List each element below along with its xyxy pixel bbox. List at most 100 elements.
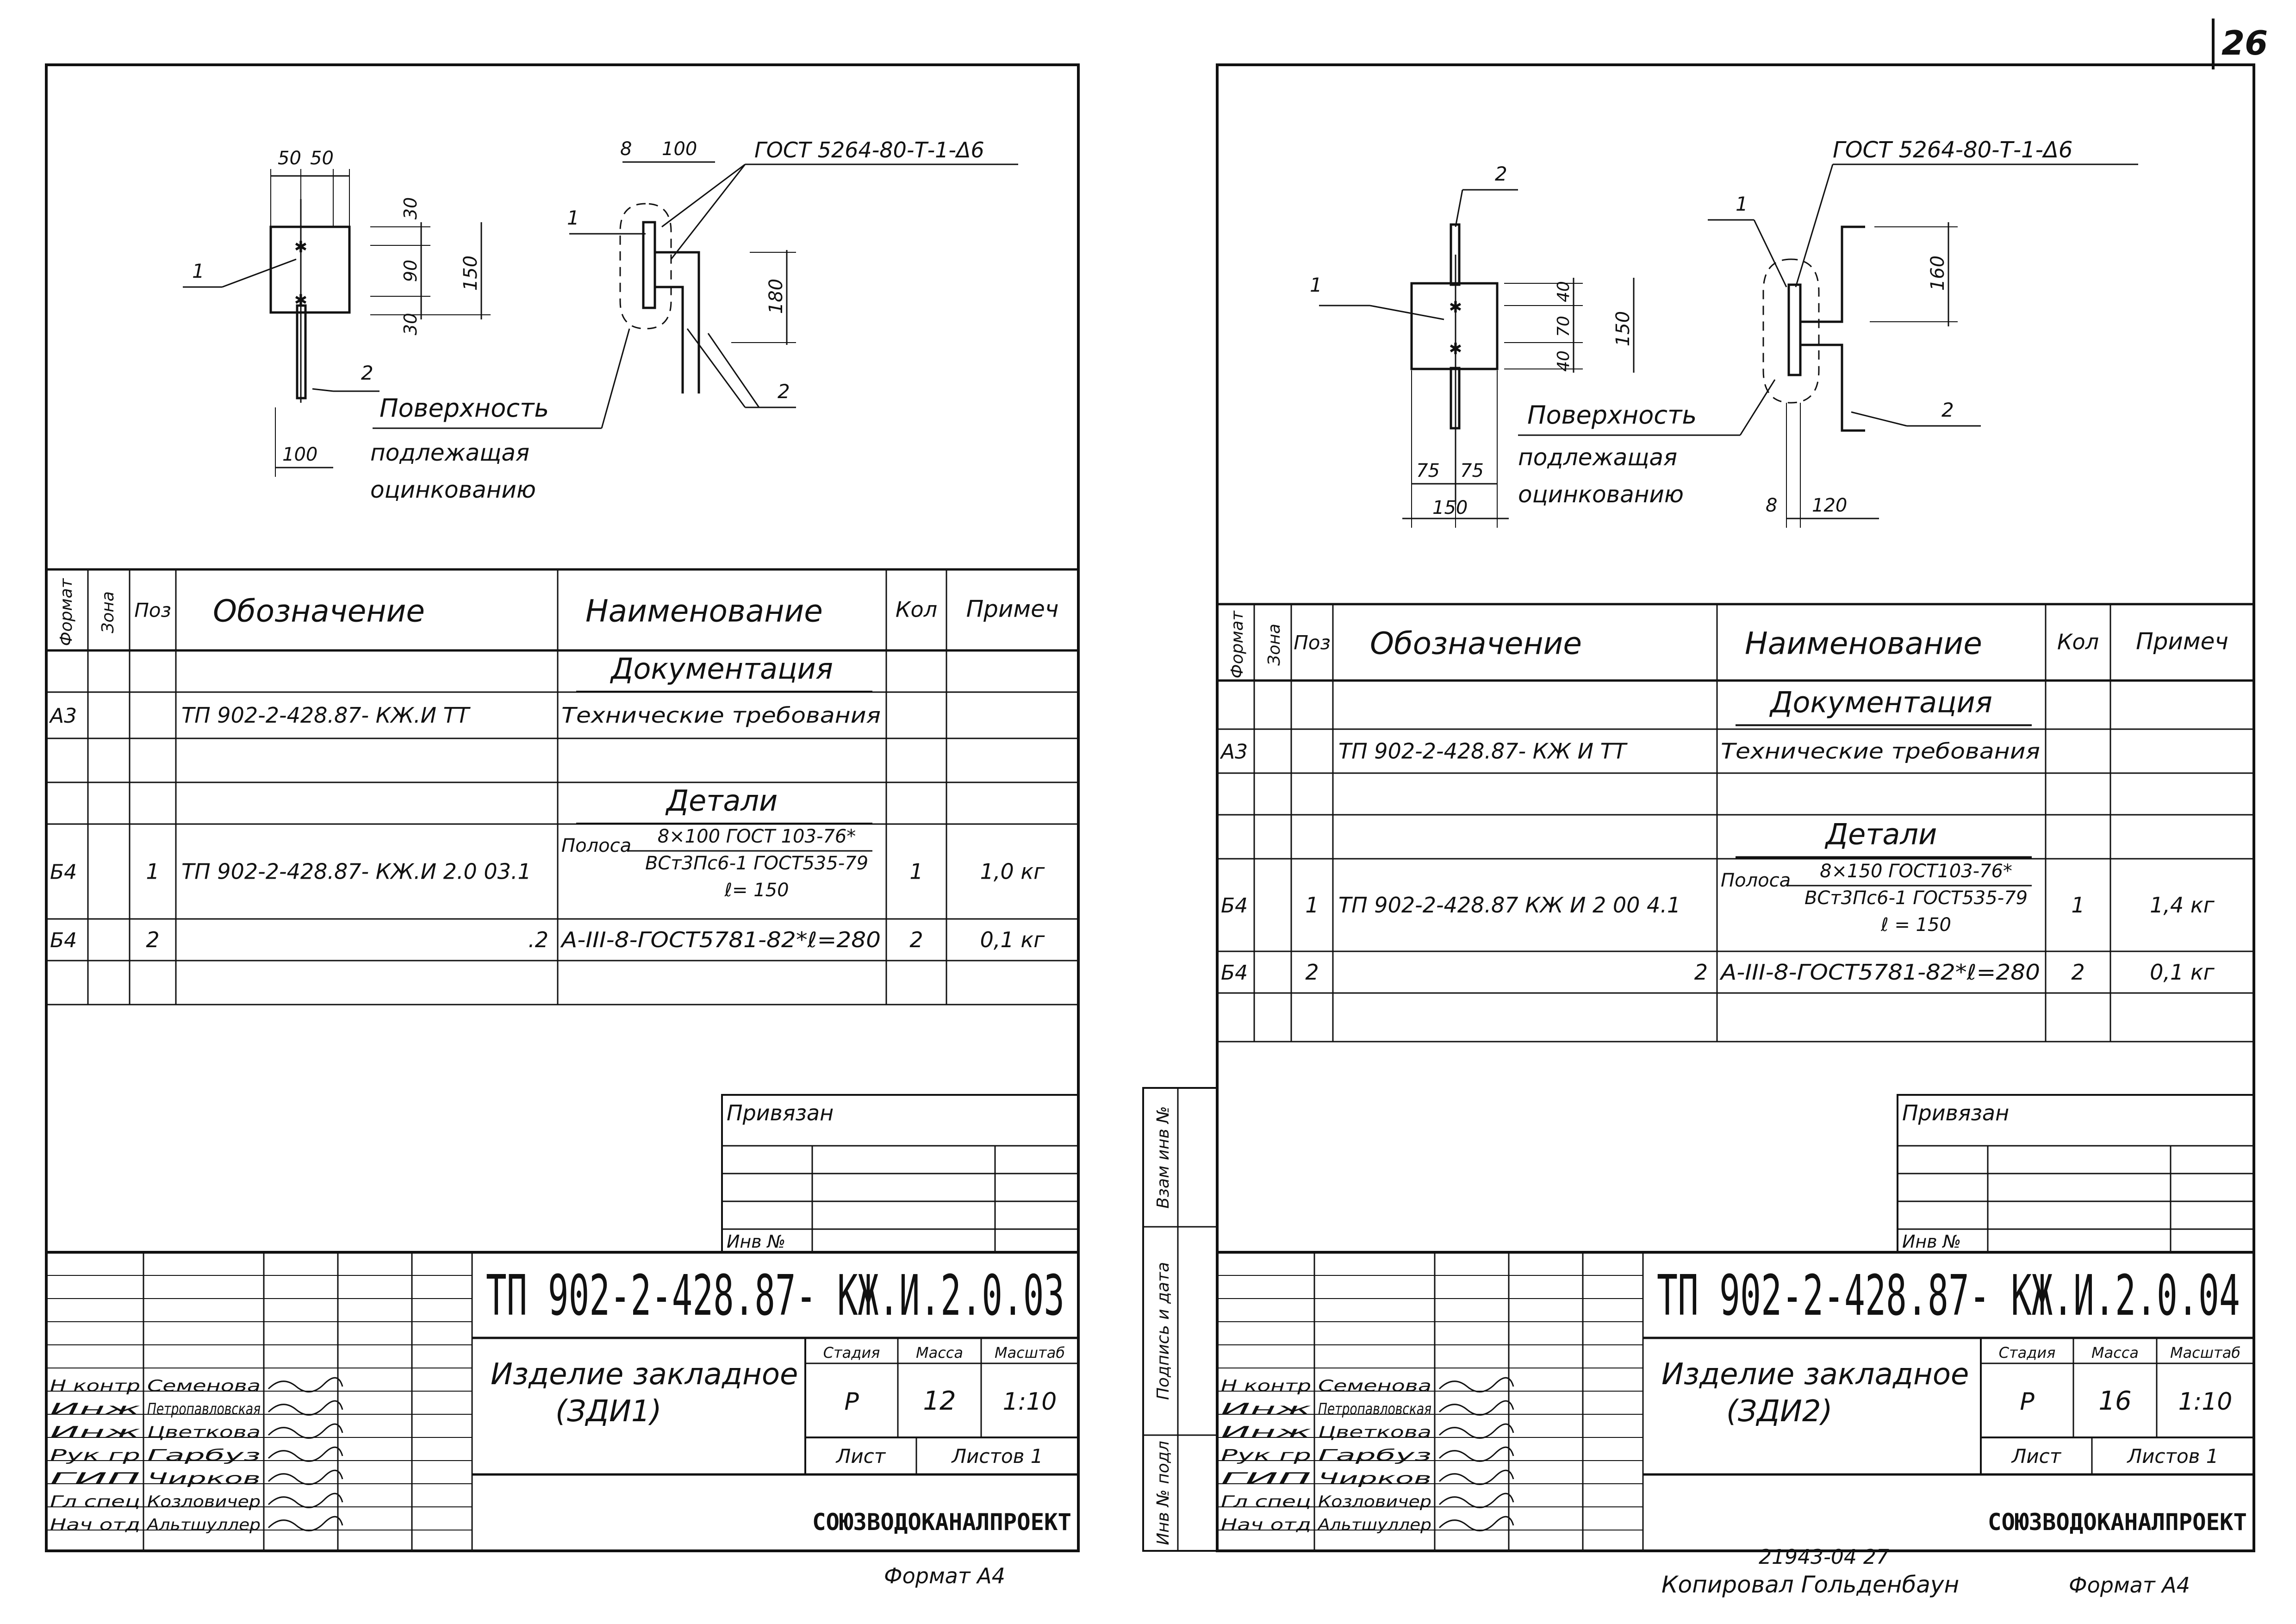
leader — [1851, 411, 1907, 427]
callout-2: 2 — [361, 362, 373, 384]
signer-name: Семенова — [1318, 1377, 1431, 1395]
signer-role: Инж — [50, 1423, 141, 1442]
cell-format: Б4 — [1221, 961, 1248, 985]
signature-scribble — [1438, 1446, 1514, 1462]
title-name-line1: Изделие закладное — [1661, 1357, 1969, 1392]
organization-name: СОЮЗВОДОКАНАЛПРОЕКТ — [1988, 1509, 2247, 1536]
leader — [1369, 305, 1444, 320]
cell-name-heading: Документация — [1769, 686, 1992, 719]
surface-note-2: подлежащая — [370, 439, 529, 466]
signature-scribble — [268, 1400, 343, 1416]
col-header-pos: Поз — [134, 599, 171, 622]
cell-pos: 2 — [1305, 960, 1319, 985]
dim-text: 100 — [662, 138, 697, 160]
cell-format: Б4 — [1221, 894, 1248, 918]
dim-text: 8 — [620, 138, 632, 160]
cell-format: А3 — [1220, 740, 1248, 764]
dim-text: 150 — [460, 256, 481, 291]
title-code: ТП 902-2-428.87- КЖ.И.2.0.04 — [1657, 1264, 2240, 1328]
cell-name-heading: Документация — [610, 652, 833, 686]
rod-section — [1800, 225, 1865, 432]
cell-designation: .2 — [528, 927, 548, 952]
signer-role: Н контр — [1221, 1377, 1311, 1395]
signature-scribble — [268, 1377, 343, 1393]
col-header-qty: Кол — [2057, 630, 2099, 655]
col-header-name: Наименование — [585, 593, 823, 629]
cell-pos: 1 — [146, 859, 159, 884]
cell-format: Б4 — [50, 929, 77, 952]
sheet-label: Лист — [2011, 1445, 2062, 1468]
plate-plan — [269, 225, 351, 314]
privyazan-label: Привязан — [1902, 1100, 2009, 1125]
signature-scribble — [1438, 1400, 1514, 1416]
cell-name: Технические требования — [561, 703, 881, 728]
signature-scribble — [1438, 1493, 1514, 1508]
cell-name: А-III-8-ГОСТ5781-82*ℓ=280 — [1719, 960, 2040, 985]
leader — [601, 328, 630, 429]
dim-text: 8 — [1766, 495, 1777, 516]
leader — [222, 258, 297, 288]
side-stamp-label: Подпись и дата — [1154, 1262, 1173, 1400]
signature-scribble — [268, 1423, 343, 1439]
cell-name: Полоса — [561, 835, 631, 856]
cell-qty: 1 — [2071, 893, 2084, 918]
cell-name: Технические требования — [1721, 739, 2040, 764]
weld-mark: ✱ — [1449, 298, 1462, 317]
signature-scribble — [1438, 1516, 1514, 1531]
col-header-qty: Кол — [896, 597, 937, 622]
cell-qty: 2 — [2071, 960, 2084, 985]
stage-value: Р — [2020, 1388, 2035, 1416]
dim-text: 100 — [282, 444, 317, 465]
dim-text: 150 — [1612, 311, 1634, 346]
cell-designation: ТП 902-2-428.87- КЖ.И 2.0 03.1 — [181, 859, 531, 884]
callout-1-section: 1 — [1736, 193, 1748, 215]
cell-name-sub: 8×100 ГОСТ 103-76* — [658, 826, 856, 847]
signer-name: Альтшуллер — [1317, 1516, 1431, 1534]
cell-name-sub: ℓ= 150 — [724, 880, 789, 901]
gost-weld-note: ГОСТ 5264-80-Т-1-Δ6 — [1833, 137, 2072, 163]
scale-label: Масштаб — [2170, 1344, 2240, 1362]
leader — [312, 388, 334, 392]
archive-number: 21943-04 27 — [1759, 1545, 1889, 1569]
side-stamp-label: Взам инв № — [1154, 1106, 1173, 1209]
signer-name: Козловичер — [1318, 1493, 1431, 1511]
signer-role: Нач отд — [50, 1516, 140, 1534]
signature-scribble — [268, 1516, 343, 1531]
leader — [1455, 189, 1463, 227]
signature-scribble — [1438, 1377, 1514, 1393]
signer-role: Гл спец — [50, 1493, 140, 1511]
galvanize-zone — [1762, 258, 1820, 404]
cell-format: Б4 — [50, 861, 77, 884]
privyazan-label: Привязан — [727, 1100, 834, 1125]
col-header-designation: Обозначение — [1370, 626, 1582, 662]
signer-role: Инж — [1221, 1400, 1312, 1418]
col-header-zone: Зона — [99, 591, 118, 633]
stage-value: Р — [844, 1388, 859, 1416]
gost-weld-note: ГОСТ 5264-80-Т-1-Δ6 — [754, 137, 984, 162]
cell-note: 1,4 кг — [2150, 893, 2215, 918]
mass-value: 16 — [2098, 1386, 2131, 1416]
signer-name: Цветкова — [1318, 1423, 1431, 1442]
col-header-pos: Поз — [1294, 631, 1331, 654]
page-number: 26 — [2221, 24, 2268, 62]
signature-scribble — [268, 1469, 343, 1485]
sheets-label: Листов 1 — [2127, 1445, 2219, 1468]
weld-mark: ✱ — [1449, 340, 1462, 358]
dim-text: 70 — [1554, 316, 1573, 337]
col-header-note: Примеч — [966, 596, 1059, 623]
signer-role: Рук гр — [1221, 1446, 1311, 1465]
signer-name: Семенова — [147, 1377, 261, 1395]
callout-1: 1 — [1310, 274, 1322, 296]
signer-name: Цветкова — [147, 1423, 261, 1442]
side-stamp-frame — [1142, 1087, 1218, 1552]
dim-text: 30 — [400, 313, 421, 335]
signer-role: Инж — [50, 1400, 141, 1418]
cell-name-sub: ВСт3Пс6-1 ГОСТ535-79 — [1804, 887, 2028, 909]
signature-scribble — [268, 1446, 343, 1462]
scale-label: Масштаб — [995, 1344, 1065, 1362]
scale-value: 1:10 — [2178, 1388, 2233, 1416]
signer-role: Н контр — [50, 1377, 140, 1395]
weld-mark: ✱ — [294, 291, 308, 310]
